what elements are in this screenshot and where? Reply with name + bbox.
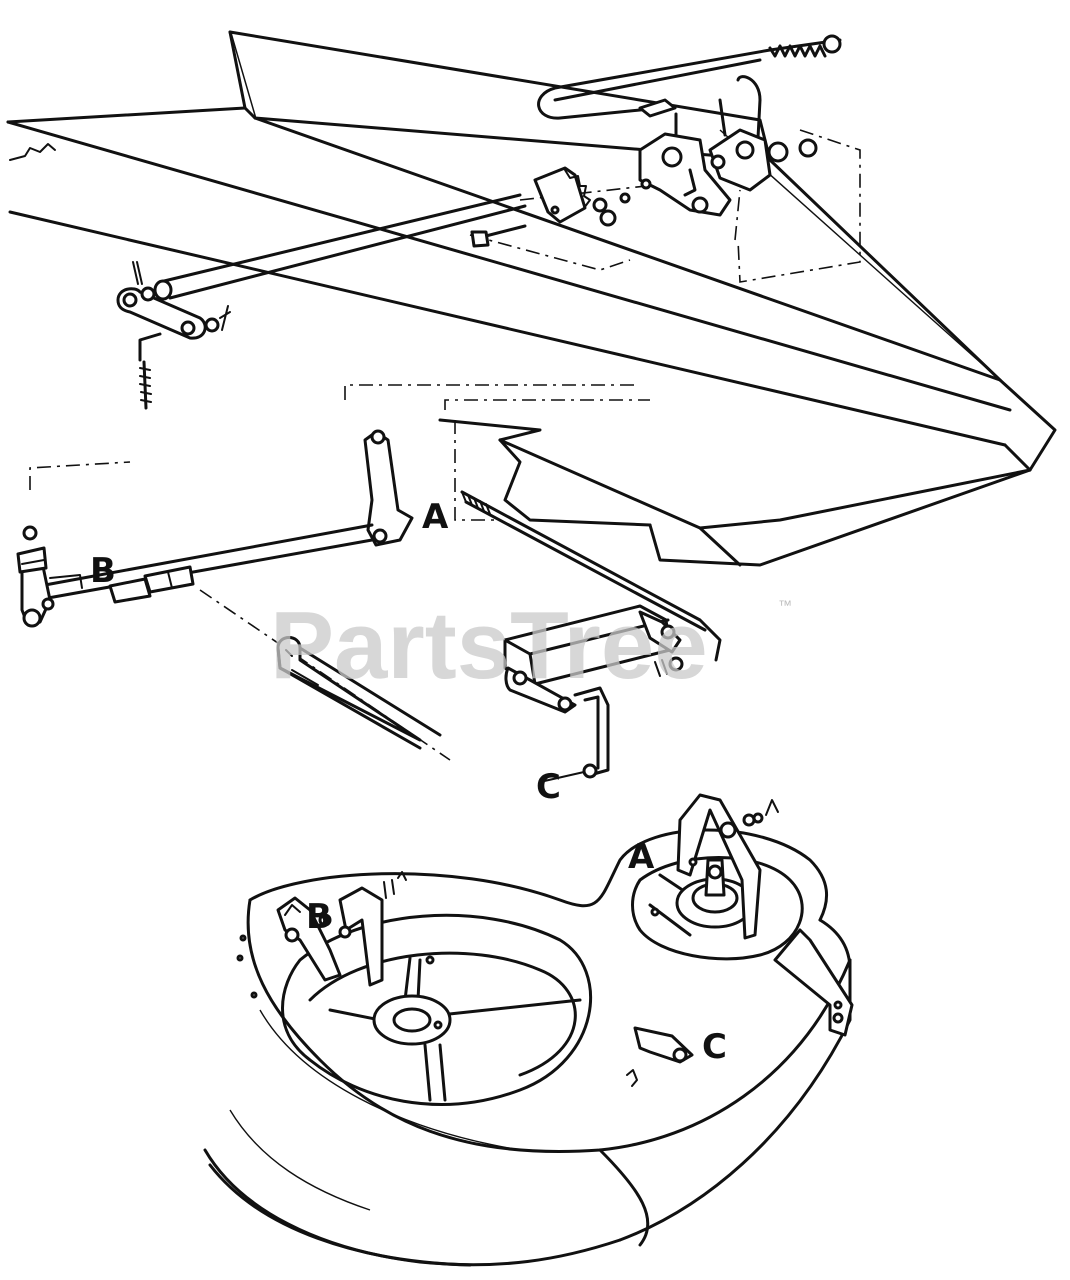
callout-b-lower: B <box>306 897 332 937</box>
lift-lever-assembly <box>470 34 842 248</box>
tractor-frame <box>6 30 1057 567</box>
slotted-link-bar <box>276 636 442 750</box>
lift-rod-assembly <box>16 429 414 628</box>
c-rod-assembly <box>460 490 722 783</box>
watermark-text: PartsTree <box>270 592 708 699</box>
watermark-trademark: ™ <box>778 597 792 613</box>
callout-b-upper: B <box>90 551 116 591</box>
watermark: PartsTree ™ <box>270 592 792 699</box>
callout-a-upper: A <box>422 497 449 537</box>
cross-shaft-link <box>116 193 527 410</box>
spring-coil <box>768 44 827 58</box>
mower-deck <box>203 793 854 1267</box>
callout-c-lower: C <box>702 1027 727 1067</box>
callouts-lower: A B C <box>306 837 727 1067</box>
callout-a-lower: A <box>628 837 655 877</box>
callout-c-upper: C <box>536 767 561 807</box>
callouts-upper: A B C <box>90 497 561 807</box>
